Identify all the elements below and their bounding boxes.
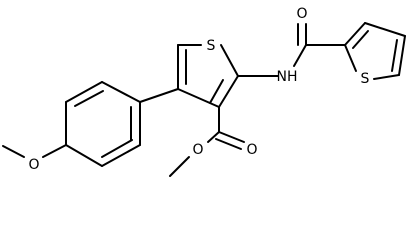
bond-ester-co-1: [218, 131, 245, 143]
bond-ph2-ph3-double: [74, 90, 104, 107]
bond-t2-t3-double: [352, 30, 369, 49]
side-sulfur-label: S: [361, 71, 370, 87]
bond-s-t2: [344, 44, 357, 72]
bond-n-carbonyl: [293, 44, 307, 67]
chemical-structure-diagram: S NH O S: [2, 6, 406, 177]
amide-oxygen-label: O: [296, 6, 307, 22]
bond-c2-c3-double: [209, 79, 224, 104]
methyl-ester-group: O O: [169, 106, 258, 177]
bond-ph2-ph3: [65, 81, 103, 103]
bond-t4-t5: [398, 35, 406, 76]
central-thiophene-ring: S: [177, 38, 239, 108]
bond-c4-phenyl: [139, 88, 179, 103]
methoxyphenyl-group: O: [2, 81, 179, 173]
molecule-canvas: S NH O S: [2, 6, 406, 177]
ester-oxygen-label: O: [192, 142, 203, 158]
side-thiophene-ring: S: [344, 22, 406, 87]
bond-c3-c4: [177, 88, 220, 108]
bond-t2-t3: [344, 22, 366, 46]
bond-s1-c2: [220, 44, 239, 77]
ester-carbonyl-oxygen-label: O: [246, 142, 257, 158]
bond-t4-t5-double: [391, 39, 398, 72]
bond-t3-t4: [364, 22, 406, 37]
bond-ester-co-2: [215, 138, 242, 150]
bond-o-methyl-2: [2, 145, 25, 158]
bond-ester-c-o: [207, 131, 220, 143]
amide-linker: NH O: [237, 6, 346, 85]
bond-c2-c3: [218, 75, 239, 108]
bond-ph1-ph2: [101, 81, 141, 103]
amide-nh-label: NH: [277, 69, 298, 85]
core-sulfur-label: S: [207, 38, 216, 54]
methoxy-oxygen-label: O: [28, 157, 39, 173]
bond-ph4-o: [42, 144, 67, 158]
bond-ph5-ph6-double: [101, 139, 133, 158]
bond-o-methyl: [169, 156, 190, 177]
bond-ph5-ph6: [101, 144, 141, 167]
bond-t5-s: [373, 74, 400, 80]
bond-ph4-ph5: [65, 144, 103, 167]
